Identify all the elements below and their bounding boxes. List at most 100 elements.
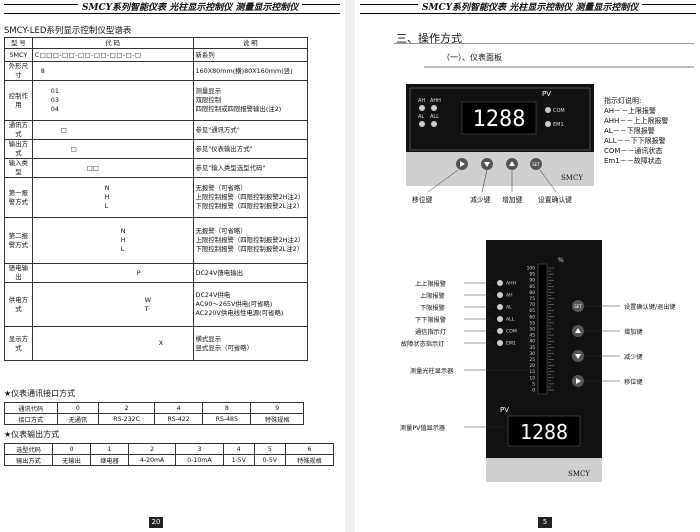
output-mode-cell: 输出方式 [4, 454, 53, 466]
set-key [530, 158, 542, 170]
vpanel-buttons: SET [572, 300, 584, 387]
vpv-label: PV [500, 406, 509, 414]
scale-tick-label: 15 [529, 369, 535, 375]
display-window [461, 101, 537, 135]
vset-key [572, 300, 584, 312]
row-label: 第二报警方式 [4, 217, 33, 264]
vannotation: 上限报警 [420, 293, 445, 300]
led-ahh [431, 105, 437, 111]
row-code: □ [31, 120, 194, 140]
vannotation: 上上限报警 [415, 281, 446, 288]
page-number: 20 [149, 517, 163, 528]
row-code: □□ [31, 158, 194, 178]
page-header: SMCY系列智能仪表 光柱显示控制仪 测量显示控制仪 [78, 0, 303, 13]
vled-label: ALL [506, 317, 515, 323]
header-tag-1: 光柱显示控制仪 [169, 3, 233, 13]
output-code-cell: 选型代码 [4, 443, 53, 455]
scale-tick-label: 90 [529, 278, 535, 284]
vled-label: AL [506, 305, 512, 311]
row-desc: AC90～265V供电(可省略) [195, 300, 273, 308]
vled-5 [497, 340, 503, 346]
row-desc: 参见"仪表输出方式" [192, 139, 309, 159]
comm-mode-cell: 无通讯 [56, 413, 100, 425]
key-label: 设置确认键 [538, 196, 572, 204]
scale-tick-label: 85 [529, 284, 535, 290]
comm-code-cell: 9 [250, 402, 304, 414]
row-code: H [104, 193, 110, 201]
status-label: COM [553, 108, 565, 114]
gutter [345, 0, 355, 532]
output-mode-cell: 0-10mA [175, 454, 224, 466]
vled-2 [497, 304, 503, 310]
panel-keypad-area [406, 152, 594, 186]
row-label: 显示方式 [4, 326, 33, 361]
scale-tick-label: 55 [529, 320, 535, 326]
row-desc: 无报警（可省略） [195, 227, 247, 235]
scale-tick-label: 95 [529, 272, 535, 278]
scale-tick-label: 40 [529, 339, 535, 345]
legend-line: AL－－下限报警 [604, 127, 655, 135]
header-tag-1: 光柱显示控制仪 [509, 3, 573, 13]
row-code: P [31, 263, 194, 283]
row-desc: 四限控制或四限报警输出(注2) [195, 105, 282, 113]
row-code: T [144, 304, 149, 313]
key-label: 移位键 [412, 196, 433, 204]
scale-tick-label: 70 [529, 302, 535, 308]
scale-tick-label: 75 [529, 296, 535, 302]
vled-3 [497, 316, 503, 322]
scale-tick-label: 20 [529, 363, 535, 369]
comm-code-cell: 2 [98, 402, 155, 414]
comm-code-cell: 4 [153, 402, 204, 414]
col-head-model: 型 号 [4, 37, 33, 49]
output-code-cell: 6 [284, 443, 335, 455]
vpanel-brand: SMCY [568, 470, 590, 478]
row-code: L [104, 202, 109, 210]
header-brand: SMCY系列智能仪表 [422, 3, 507, 13]
row-code: X [31, 326, 194, 361]
row-desc: 无报警（可省略） [195, 184, 247, 192]
comm-code-cell: 0 [56, 402, 100, 414]
row-code: N [104, 184, 110, 192]
section-title: 三、操作方式 [396, 32, 462, 45]
output-section-title: ★仪表输出方式 [4, 430, 60, 439]
row-label: 输出方式 [4, 139, 33, 159]
vannotation: 下下限报警 [415, 317, 446, 324]
row-code: C□□□-□□-□□-□□-□□-□-□ [31, 48, 194, 62]
output-code-cell: 2 [127, 443, 177, 455]
scale-tick-label: 50 [529, 327, 535, 333]
led-label: AHH [430, 98, 441, 104]
row-label: 供电方式 [4, 282, 33, 327]
row-code: 04 [50, 105, 59, 113]
row-desc: 测量显示 [195, 87, 222, 95]
scale-tick-label: 65 [529, 308, 535, 314]
vled-4 [497, 328, 503, 334]
comm-mode-cell: RS-485 [202, 413, 252, 425]
row-label: 控制作用 [4, 80, 33, 121]
row-code: 8 [31, 61, 194, 81]
output-code-cell: 0 [51, 443, 91, 455]
row-code: H [120, 236, 126, 244]
comm-table: 通讯代码 0 2 4 8 9 接口方式 无通讯 RS-232C RS-422 R… [4, 402, 304, 425]
comm-mode-cell: RS-232C [98, 413, 155, 425]
vannotation: 故障状态指示灯 [401, 341, 445, 348]
page-number: 5 [538, 517, 552, 528]
output-code-cell: 5 [253, 443, 286, 455]
header-tag-2: 测量显示控制仪 [575, 3, 639, 13]
row-desc: 参见"输入类型选型代码" [192, 158, 309, 178]
vkey-annotation: 减少键 [624, 354, 643, 361]
pv-annotation: 测量PV值显示器 [400, 425, 446, 432]
vkey-annotation: 移位键 [624, 379, 643, 386]
row-desc: DC24V馈电输出 [192, 263, 309, 283]
panel-buttons: SET [456, 158, 542, 170]
model-spec-table: 型 号 代 码 说 明 SMCY C□□□-□□-□□-□□-□□-□-□ 新系… [4, 37, 309, 361]
led-label: AH [418, 98, 425, 104]
vannotation: 通信指示灯 [415, 329, 446, 336]
row-desc: 下限控制报警（四限控制报警2L注2） [195, 245, 304, 253]
vdisplay-value: 1288 [520, 420, 568, 444]
row-code: 03 [50, 96, 59, 104]
row-code: 01 [50, 87, 59, 95]
scale-tick-label: 35 [529, 345, 535, 351]
row-desc: 竖式显示（可省略） [195, 343, 254, 352]
vset-key-label: SET [574, 304, 582, 309]
